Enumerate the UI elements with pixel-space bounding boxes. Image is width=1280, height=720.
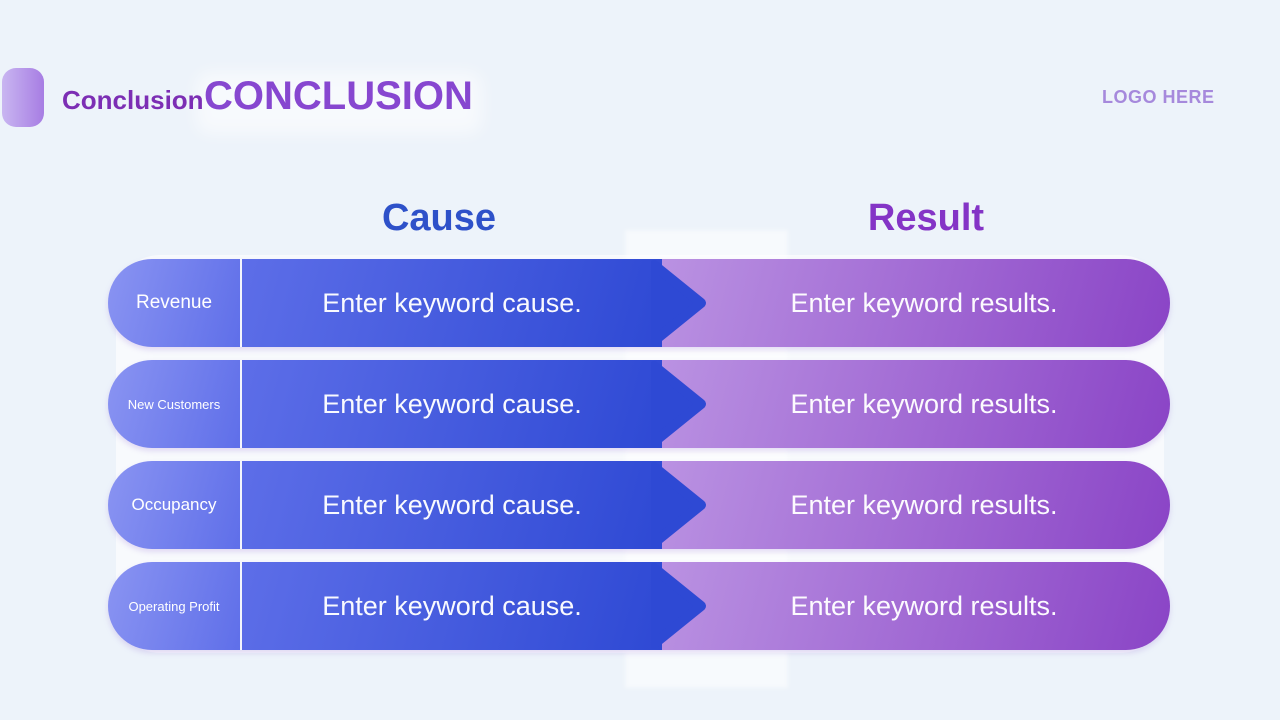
table-row: New Customers Enter keyword cause. Enter…: [108, 360, 1170, 448]
arrow-right-icon: [651, 361, 706, 447]
row-label: Operating Profit: [128, 598, 220, 614]
row-label-pill[interactable]: Operating Profit: [108, 562, 240, 650]
slide-title-large[interactable]: CONCLUSION: [204, 74, 473, 118]
result-placeholder-text[interactable]: Enter keyword results.: [790, 590, 1058, 621]
result-pill[interactable]: [626, 360, 1170, 448]
result-pill[interactable]: [626, 259, 1170, 347]
result-pill[interactable]: [626, 562, 1170, 650]
header-accent-shape: [2, 68, 44, 127]
row-label: Occupancy: [131, 495, 217, 514]
cause-placeholder-text[interactable]: Enter keyword cause.: [322, 489, 582, 520]
cause-placeholder-text[interactable]: Enter keyword cause.: [322, 590, 582, 621]
arrow-right-icon: [651, 563, 706, 649]
cause-placeholder-text[interactable]: Enter keyword cause.: [322, 388, 582, 419]
title-glow: [196, 72, 482, 134]
result-placeholder-text[interactable]: Enter keyword results.: [790, 287, 1058, 318]
table-row: Occupancy Enter keyword cause. Enter key…: [108, 461, 1170, 549]
row-label: New Customers: [127, 396, 221, 412]
cause-bar[interactable]: Enter keyword cause.: [240, 562, 662, 650]
result-placeholder-text[interactable]: Enter keyword results.: [790, 388, 1058, 419]
cause-bar[interactable]: Enter keyword cause.: [240, 259, 662, 347]
cause-placeholder-text[interactable]: Enter keyword cause.: [322, 287, 582, 318]
table-row: Revenue Enter keyword cause. Enter keywo…: [108, 259, 1170, 347]
table-row: Operating Profit Enter keyword cause. En…: [108, 562, 1170, 650]
row-label-pill[interactable]: Occupancy: [108, 461, 240, 549]
row-label-pill[interactable]: Revenue: [108, 259, 240, 347]
arrow-right-icon: [651, 260, 706, 346]
column-header-result[interactable]: Result: [867, 197, 985, 239]
cause-bar[interactable]: Enter keyword cause.: [240, 360, 662, 448]
slide-title-small[interactable]: Conclusion: [62, 85, 204, 115]
cause-bar[interactable]: Enter keyword cause.: [240, 461, 662, 549]
column-header-cause[interactable]: Cause: [381, 197, 497, 239]
result-placeholder-text[interactable]: Enter keyword results.: [790, 489, 1058, 520]
arrow-right-icon: [651, 462, 706, 548]
result-pill[interactable]: [626, 461, 1170, 549]
logo-placeholder[interactable]: LOGO HERE: [1102, 87, 1215, 107]
row-label: Revenue: [135, 292, 213, 313]
row-label-pill[interactable]: New Customers: [108, 360, 240, 448]
